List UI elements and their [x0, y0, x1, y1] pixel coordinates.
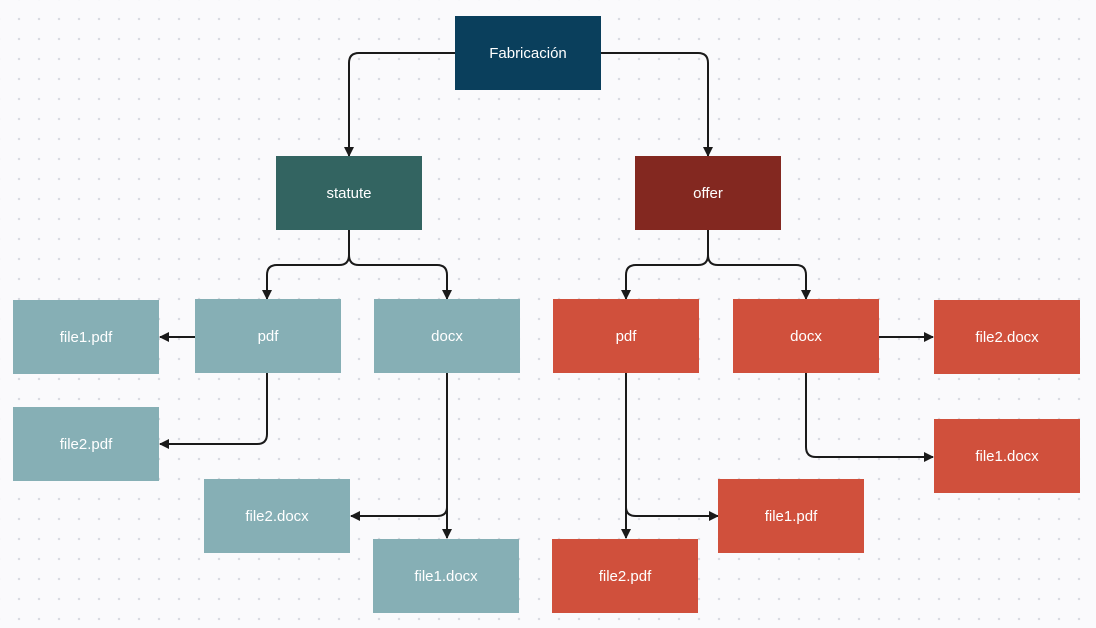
- node-statute-file2-pdf[interactable]: file2.pdf: [13, 407, 159, 481]
- node-label: file2.docx: [975, 328, 1039, 346]
- node-label: file1.pdf: [764, 507, 818, 525]
- edge-offer-pdf-to-file1-pdf: [625, 373, 719, 521]
- edge-statute-pdf-to-file2-pdf: [159, 373, 268, 449]
- node-offer-file2-pdf[interactable]: file2.pdf: [552, 539, 698, 613]
- edge-offer-to-pdf: [621, 230, 709, 300]
- edge-statute-docx-to-file2-docx: [350, 373, 448, 521]
- node-label: pdf: [615, 327, 637, 345]
- edge-offer-to-docx: [707, 230, 811, 300]
- node-label: file1.docx: [414, 567, 478, 585]
- node-label: statute: [326, 184, 372, 202]
- node-statute[interactable]: statute: [276, 156, 422, 230]
- edge-offer-docx-to-file1-docx: [805, 373, 934, 462]
- node-offer-file1-docx[interactable]: file1.docx: [934, 419, 1080, 493]
- edge-root-to-offer: [601, 52, 713, 157]
- node-offer-pdf[interactable]: pdf: [553, 299, 699, 373]
- node-offer-file2-docx[interactable]: file2.docx: [934, 300, 1080, 374]
- node-offer-docx[interactable]: docx: [733, 299, 879, 373]
- node-statute-docx[interactable]: docx: [374, 299, 520, 373]
- node-offer-file1-pdf[interactable]: file1.pdf: [718, 479, 864, 553]
- node-label: offer: [693, 184, 723, 202]
- node-statute-file1-docx[interactable]: file1.docx: [373, 539, 519, 613]
- node-statute-pdf[interactable]: pdf: [195, 299, 341, 373]
- node-label: Fabricación: [489, 44, 567, 62]
- edge-statute-to-docx: [348, 230, 452, 300]
- node-statute-file2-docx[interactable]: file2.docx: [204, 479, 350, 553]
- node-label: pdf: [257, 327, 279, 345]
- edge-statute-to-pdf: [262, 230, 350, 300]
- node-label: file1.docx: [975, 447, 1039, 465]
- node-statute-file1-pdf[interactable]: file1.pdf: [13, 300, 159, 374]
- node-label: file2.pdf: [59, 435, 113, 453]
- node-fabricacion[interactable]: Fabricación: [455, 16, 601, 90]
- node-offer[interactable]: offer: [635, 156, 781, 230]
- node-label: docx: [431, 327, 463, 345]
- node-label: file1.pdf: [59, 328, 113, 346]
- node-label: file2.pdf: [598, 567, 652, 585]
- node-label: docx: [790, 327, 822, 345]
- edge-root-to-statute: [344, 52, 455, 157]
- node-label: file2.docx: [245, 507, 309, 525]
